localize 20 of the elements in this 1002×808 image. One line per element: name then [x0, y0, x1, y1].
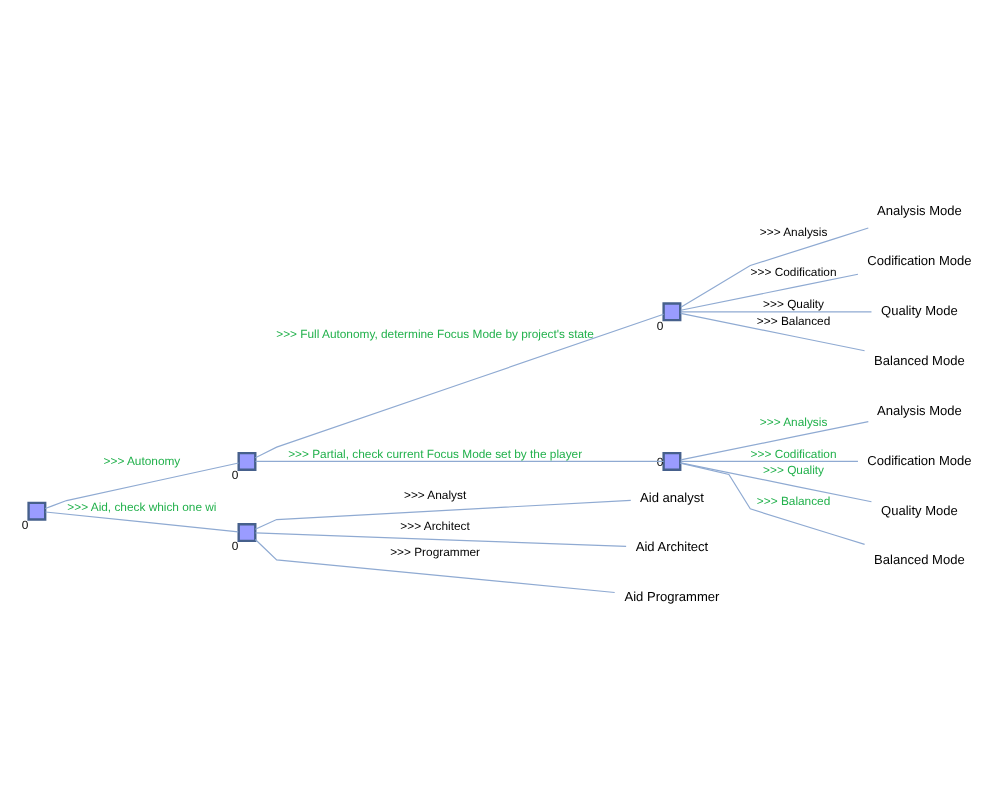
- connector: [680, 272, 859, 310]
- connector: [44, 510, 239, 532]
- node-box: [237, 450, 257, 470]
- connector: [254, 498, 632, 529]
- connector: [680, 226, 869, 307]
- connector: [680, 310, 873, 312]
- connector: [44, 461, 240, 509]
- node-box: [662, 301, 682, 321]
- connector: [254, 531, 627, 546]
- connector: [680, 420, 869, 460]
- connector: [254, 459, 665, 461]
- node-box: [27, 500, 47, 520]
- node-box: [237, 522, 257, 542]
- connector: [680, 459, 859, 461]
- connector: [254, 312, 665, 458]
- connector: [254, 537, 616, 593]
- connector: [680, 461, 873, 502]
- connector: [679, 461, 866, 544]
- node-box: [662, 450, 682, 470]
- connector: [680, 311, 866, 351]
